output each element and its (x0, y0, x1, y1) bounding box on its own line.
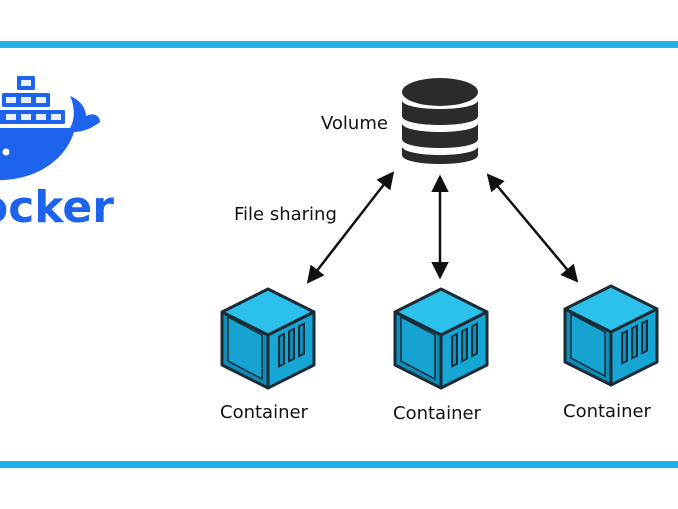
container-label-2: Container (393, 403, 481, 424)
container-cube-icon (220, 287, 316, 390)
database-icon (402, 78, 478, 164)
docker-wordmark: ocker (0, 182, 114, 233)
container-label-1: Container (220, 402, 308, 423)
docker-whale-icon (0, 76, 100, 181)
container-cube-icon (393, 287, 489, 390)
top-accent-band (0, 41, 678, 48)
file-sharing-label: File sharing (234, 204, 337, 225)
container-label-3: Container (563, 401, 651, 422)
container-cube-icon (563, 284, 659, 387)
arrow-right (486, 173, 579, 283)
arrow-left (306, 171, 395, 284)
volume-label: Volume (321, 113, 388, 134)
bottom-accent-band (0, 461, 678, 468)
